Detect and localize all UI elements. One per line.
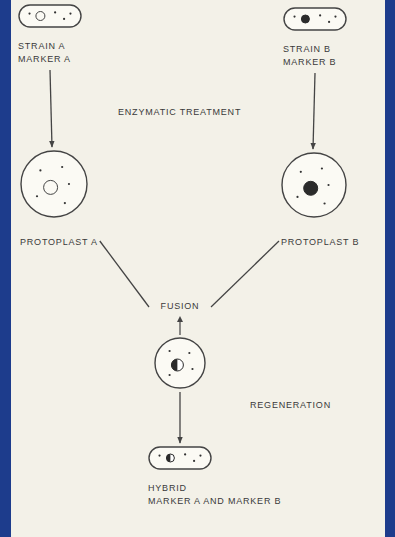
node-label: HYBRID — [148, 482, 281, 495]
connector-arrow — [179, 392, 180, 443]
granule — [64, 202, 66, 204]
nucleus — [44, 180, 58, 194]
granule — [158, 455, 160, 457]
node-label: STRAIN B — [283, 43, 347, 56]
granule — [323, 202, 325, 204]
fused-protoplast: FUSION — [150, 300, 210, 389]
connector-arrow — [100, 241, 149, 307]
granule — [68, 183, 70, 185]
fused-protoplast — [154, 315, 206, 389]
granule — [188, 352, 190, 354]
nucleus-half — [166, 454, 170, 462]
granule — [39, 169, 41, 171]
granule — [193, 460, 195, 462]
nucleus — [304, 181, 318, 195]
cell-wall — [284, 8, 346, 30]
node-label: PROTOPLAST B — [281, 236, 359, 249]
protoplast-circle: PROTOPLAST B — [281, 152, 359, 249]
node-label: MARKER B — [283, 56, 347, 69]
granule — [328, 21, 330, 23]
step-label: ENZYMATIC TREATMENT — [118, 106, 241, 119]
nucleus-half — [171, 359, 177, 371]
node-label: STRAIN A — [18, 40, 82, 53]
node-label: FUSION — [154, 300, 206, 313]
protoplast-circle — [20, 150, 88, 218]
granule — [69, 13, 71, 15]
granule — [191, 368, 193, 370]
protoplast-membrane — [155, 338, 205, 388]
nucleus — [171, 359, 183, 371]
granule — [28, 13, 30, 15]
nucleus — [36, 12, 45, 21]
cell-wall — [149, 447, 211, 469]
nucleus — [166, 454, 174, 462]
granule — [319, 14, 321, 16]
bacterial-cell — [18, 4, 82, 28]
connector-arrow — [313, 73, 315, 149]
protoplast-membrane — [282, 153, 346, 217]
bacterial-cell: STRAIN BMARKER B — [283, 7, 347, 69]
nucleus — [301, 15, 309, 23]
granule — [296, 196, 298, 198]
cell-wall — [19, 5, 81, 27]
protoplast-circle — [281, 152, 347, 218]
bacterial-cell — [283, 7, 347, 31]
protoplast-membrane — [21, 151, 87, 217]
granule — [61, 166, 63, 168]
granule — [199, 455, 201, 457]
granule — [321, 167, 323, 169]
granule — [63, 18, 65, 20]
node-label: MARKER A AND MARKER B — [148, 495, 281, 508]
step-label: REGENERATION — [250, 399, 331, 412]
bacterial-cell: STRAIN AMARKER A — [18, 4, 82, 66]
granule — [54, 11, 56, 13]
arrow-shaft — [179, 320, 180, 335]
granule — [327, 184, 329, 186]
node-label: PROTOPLAST A — [20, 236, 98, 249]
granule — [293, 16, 295, 18]
protoplast-circle: PROTOPLAST A — [20, 150, 98, 249]
granule — [169, 350, 171, 352]
granule — [300, 171, 302, 173]
granule — [169, 374, 171, 376]
node-label: MARKER A — [18, 53, 82, 66]
arrow-head — [177, 316, 183, 322]
granule — [334, 16, 336, 18]
hybrid-cell — [148, 446, 212, 470]
hybrid-cell: HYBRIDMARKER A AND MARKER B — [148, 446, 281, 508]
connector-arrow — [211, 241, 279, 307]
granule — [184, 453, 186, 455]
connector-arrow — [50, 70, 52, 147]
granule — [36, 195, 38, 197]
